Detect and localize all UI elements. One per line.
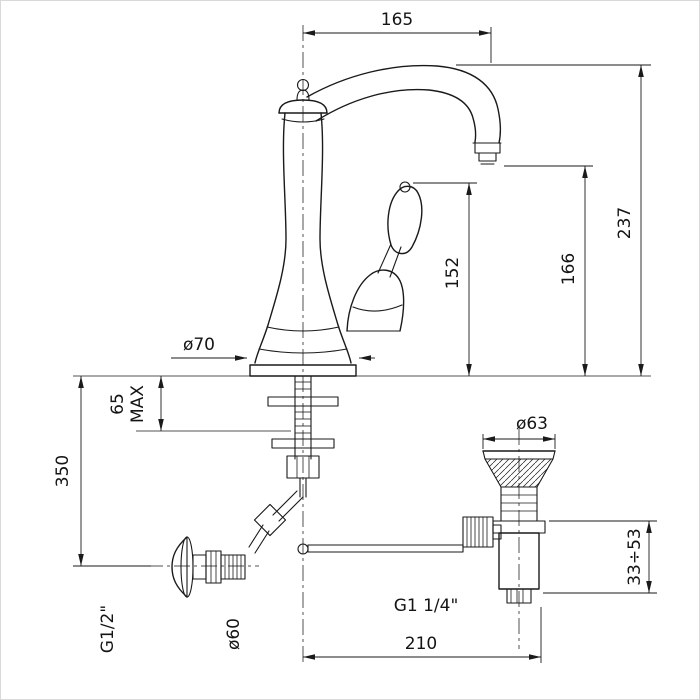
dim-drain-adjust-range-label: 33÷53	[625, 528, 645, 586]
dimension-below-deck-depth: 350	[53, 376, 151, 567]
supply-thread-label: G1/2"	[98, 605, 118, 653]
dim-below-deck-depth-label: 350	[53, 455, 73, 487]
body-cap	[278, 99, 328, 123]
dimension-spout-reach: 165	[303, 10, 492, 63]
supply-connection	[171, 536, 246, 598]
supply-thread	[220, 554, 246, 580]
threaded-shank	[294, 375, 312, 460]
dim-overall-height-label: 237	[615, 207, 635, 239]
dimension-overall-height: 237	[456, 64, 651, 376]
pop-up-rod	[248, 477, 307, 554]
handle-knob	[399, 181, 411, 193]
dimension-handle-height: 152	[413, 182, 477, 376]
dim-spout-reach-label: 165	[381, 10, 413, 30]
rod-coupler	[253, 503, 287, 537]
dim-outlet-height-label: 166	[559, 253, 579, 285]
dim-deck-thickness-qualifier: MAX	[128, 385, 148, 423]
deck-lines	[73, 375, 651, 432]
horizontal-lift-rod	[297, 543, 464, 555]
dimension-drain-flange-diameter: ø63	[482, 414, 556, 449]
faucet-outline	[249, 64, 502, 377]
supply-collar	[192, 554, 207, 580]
body-column	[249, 112, 357, 377]
dim-center-to-drain-label: 210	[405, 634, 437, 654]
dimension-drain-adjust-range: 33÷53	[543, 520, 657, 594]
finial	[296, 78, 310, 101]
handle	[346, 181, 423, 332]
supply-nut	[205, 550, 222, 584]
dimension-deck-thickness: 65 MAX	[108, 376, 164, 431]
aerator	[474, 142, 501, 154]
dim-deck-thickness-label: 65	[108, 393, 128, 415]
base-plate	[249, 364, 357, 377]
under-deck-assembly	[248, 375, 464, 555]
drain-thread-label: G1 1/4"	[394, 596, 459, 616]
handle-grip	[387, 185, 423, 255]
mounting-plate	[271, 438, 335, 449]
mounting-nut	[286, 455, 320, 479]
drain-tailpiece	[506, 588, 532, 604]
dim-drain-flange-diameter-label: ø63	[516, 414, 548, 434]
thread-labels: G1/2" ø60 G1 1/4"	[98, 596, 458, 653]
handle-stem	[377, 243, 402, 278]
mounting-washer	[267, 396, 339, 407]
escutcheon-diameter-label: ø60	[224, 618, 244, 650]
spout	[306, 64, 502, 165]
handle-base	[346, 269, 405, 332]
dim-base-diameter-label: ø70	[183, 335, 215, 355]
dimension-base-diameter: ø70	[171, 335, 375, 361]
dimension-center-to-drain: 210	[303, 607, 542, 663]
drain-flange	[482, 450, 556, 488]
escutcheon-dome	[171, 536, 188, 598]
drain-assembly	[462, 450, 556, 604]
dimension-outlet-height: 166	[504, 165, 593, 376]
dim-handle-height-label: 152	[443, 257, 463, 289]
